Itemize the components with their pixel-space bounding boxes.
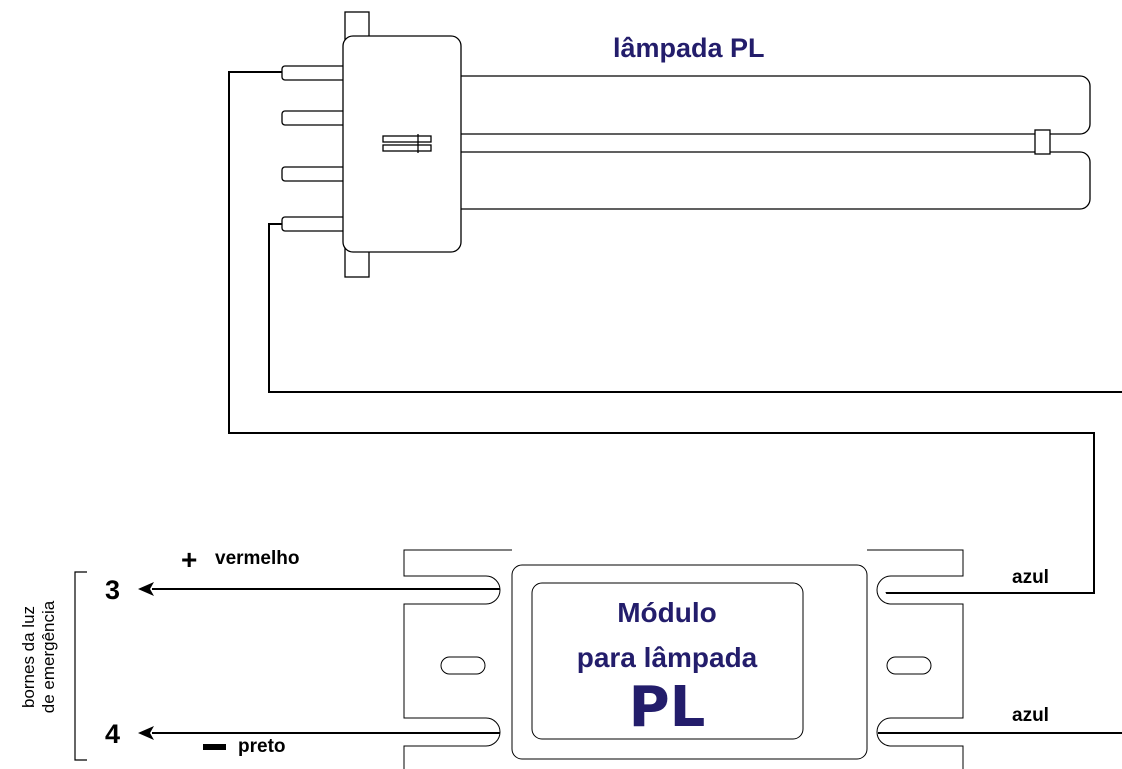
pl-module — [403, 549, 964, 769]
lamp-wires — [228, 71, 1122, 594]
negative-sign-icon — [203, 744, 226, 750]
lamp-base-marker-icon — [382, 134, 432, 153]
lamp-tube-upper — [399, 75, 1091, 135]
lamp-pin-1 — [281, 65, 353, 81]
lamp-base-housing — [342, 35, 462, 253]
wire-pin4-to-bottom-blue — [268, 223, 1122, 393]
terminal-3: 3 — [105, 575, 120, 605]
lamp-pin-4 — [281, 216, 353, 232]
lamp-title: lâmpada PL — [613, 33, 765, 63]
module-title-line3: PL — [629, 675, 706, 740]
module-slot-left — [440, 656, 486, 675]
side-label-line1: bornes da luz — [19, 606, 38, 708]
lamp-pin-2 — [281, 110, 353, 126]
wire-pin1-to-top-blue — [228, 71, 1095, 594]
positive-sign: + — [181, 544, 197, 575]
arrow-terminal-3-icon — [138, 582, 154, 596]
wire-label-vermelho: vermelho — [215, 548, 299, 569]
lamp-bridge — [1034, 129, 1051, 155]
side-bracket — [74, 571, 87, 761]
pl-lamp — [281, 11, 1091, 278]
module-title-line1: Módulo — [617, 597, 717, 628]
lamp-pin-3 — [281, 166, 353, 182]
module-wires — [152, 588, 1122, 734]
wire-label-preto: preto — [238, 736, 286, 757]
side-label-line2: de emergência — [39, 600, 58, 713]
module-title-line2: para lâmpada — [577, 642, 758, 673]
wire-label-azul-bottom: azul — [1012, 705, 1049, 726]
module-label-panel — [531, 582, 804, 740]
module-slot-right — [886, 656, 932, 675]
wire-label-azul-top: azul — [1012, 567, 1049, 588]
terminal-4: 4 — [105, 719, 120, 749]
lamp-tube-lower — [399, 151, 1091, 210]
arrow-terminal-4-icon — [138, 726, 154, 740]
